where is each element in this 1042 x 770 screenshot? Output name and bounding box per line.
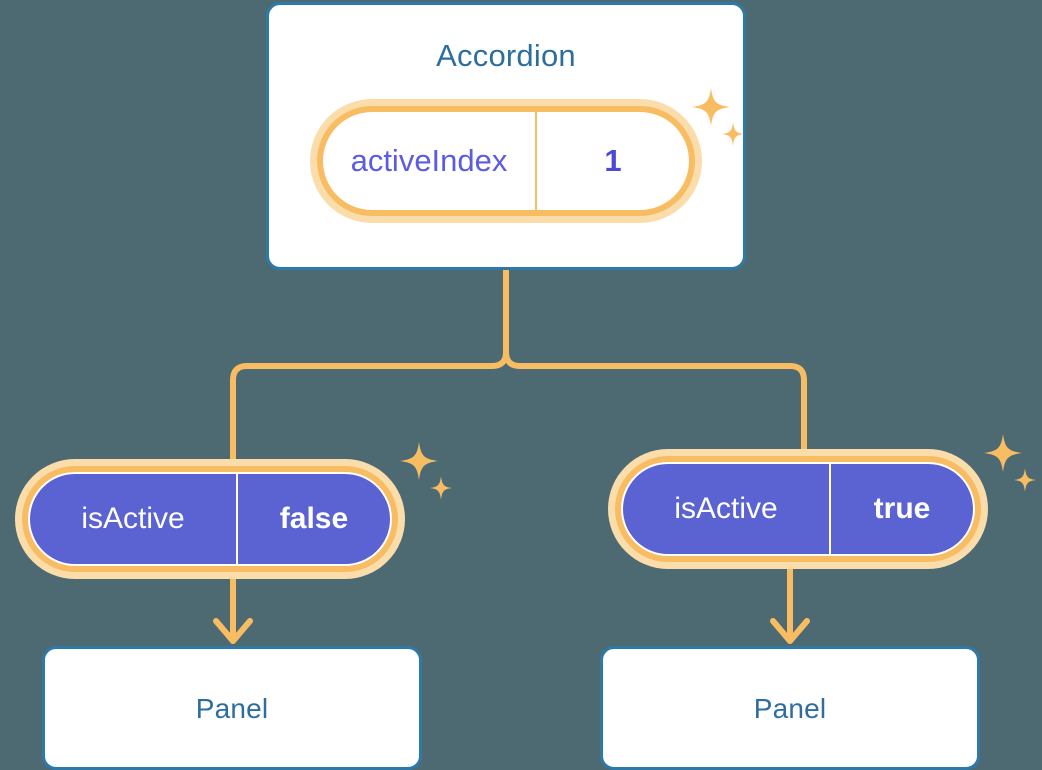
component-node-panel-left[interactable]: Panel <box>42 646 422 770</box>
state-pill-ring: activeIndex 1 <box>317 106 695 216</box>
sparkle-icon <box>692 88 744 146</box>
sparkle-icon <box>400 442 452 500</box>
arrowhead-left <box>213 618 253 644</box>
state-key-label: isActive <box>674 492 778 525</box>
state-value-label: 1 <box>535 112 689 210</box>
panel-title: Panel <box>195 693 269 724</box>
connector-root-split <box>230 267 509 465</box>
state-pill-body: activeIndex 1 <box>323 112 689 210</box>
state-value-label: false <box>236 474 390 564</box>
connector-root-to-right <box>503 349 807 455</box>
sparkle-icon <box>984 434 1036 492</box>
state-pill-ring: isActive true <box>615 456 981 562</box>
state-pill-ring: isActive false <box>22 466 398 572</box>
state-pill-isactive-true[interactable]: isActive true <box>608 449 988 569</box>
state-pill-body: isActive false <box>28 472 392 566</box>
state-pill-isactive-false[interactable]: isActive false <box>15 459 405 579</box>
state-key-label: isActive <box>81 502 185 535</box>
panel-title: Panel <box>753 693 827 724</box>
arrowhead-right <box>770 618 810 644</box>
state-value-label: true <box>829 464 973 554</box>
component-node-panel-right[interactable]: Panel <box>600 646 980 770</box>
page-title: Accordion <box>436 38 576 73</box>
state-key-label: activeIndex <box>350 143 508 178</box>
state-pill-activeindex[interactable]: activeIndex 1 <box>310 99 702 223</box>
state-pill-body: isActive true <box>621 462 975 556</box>
